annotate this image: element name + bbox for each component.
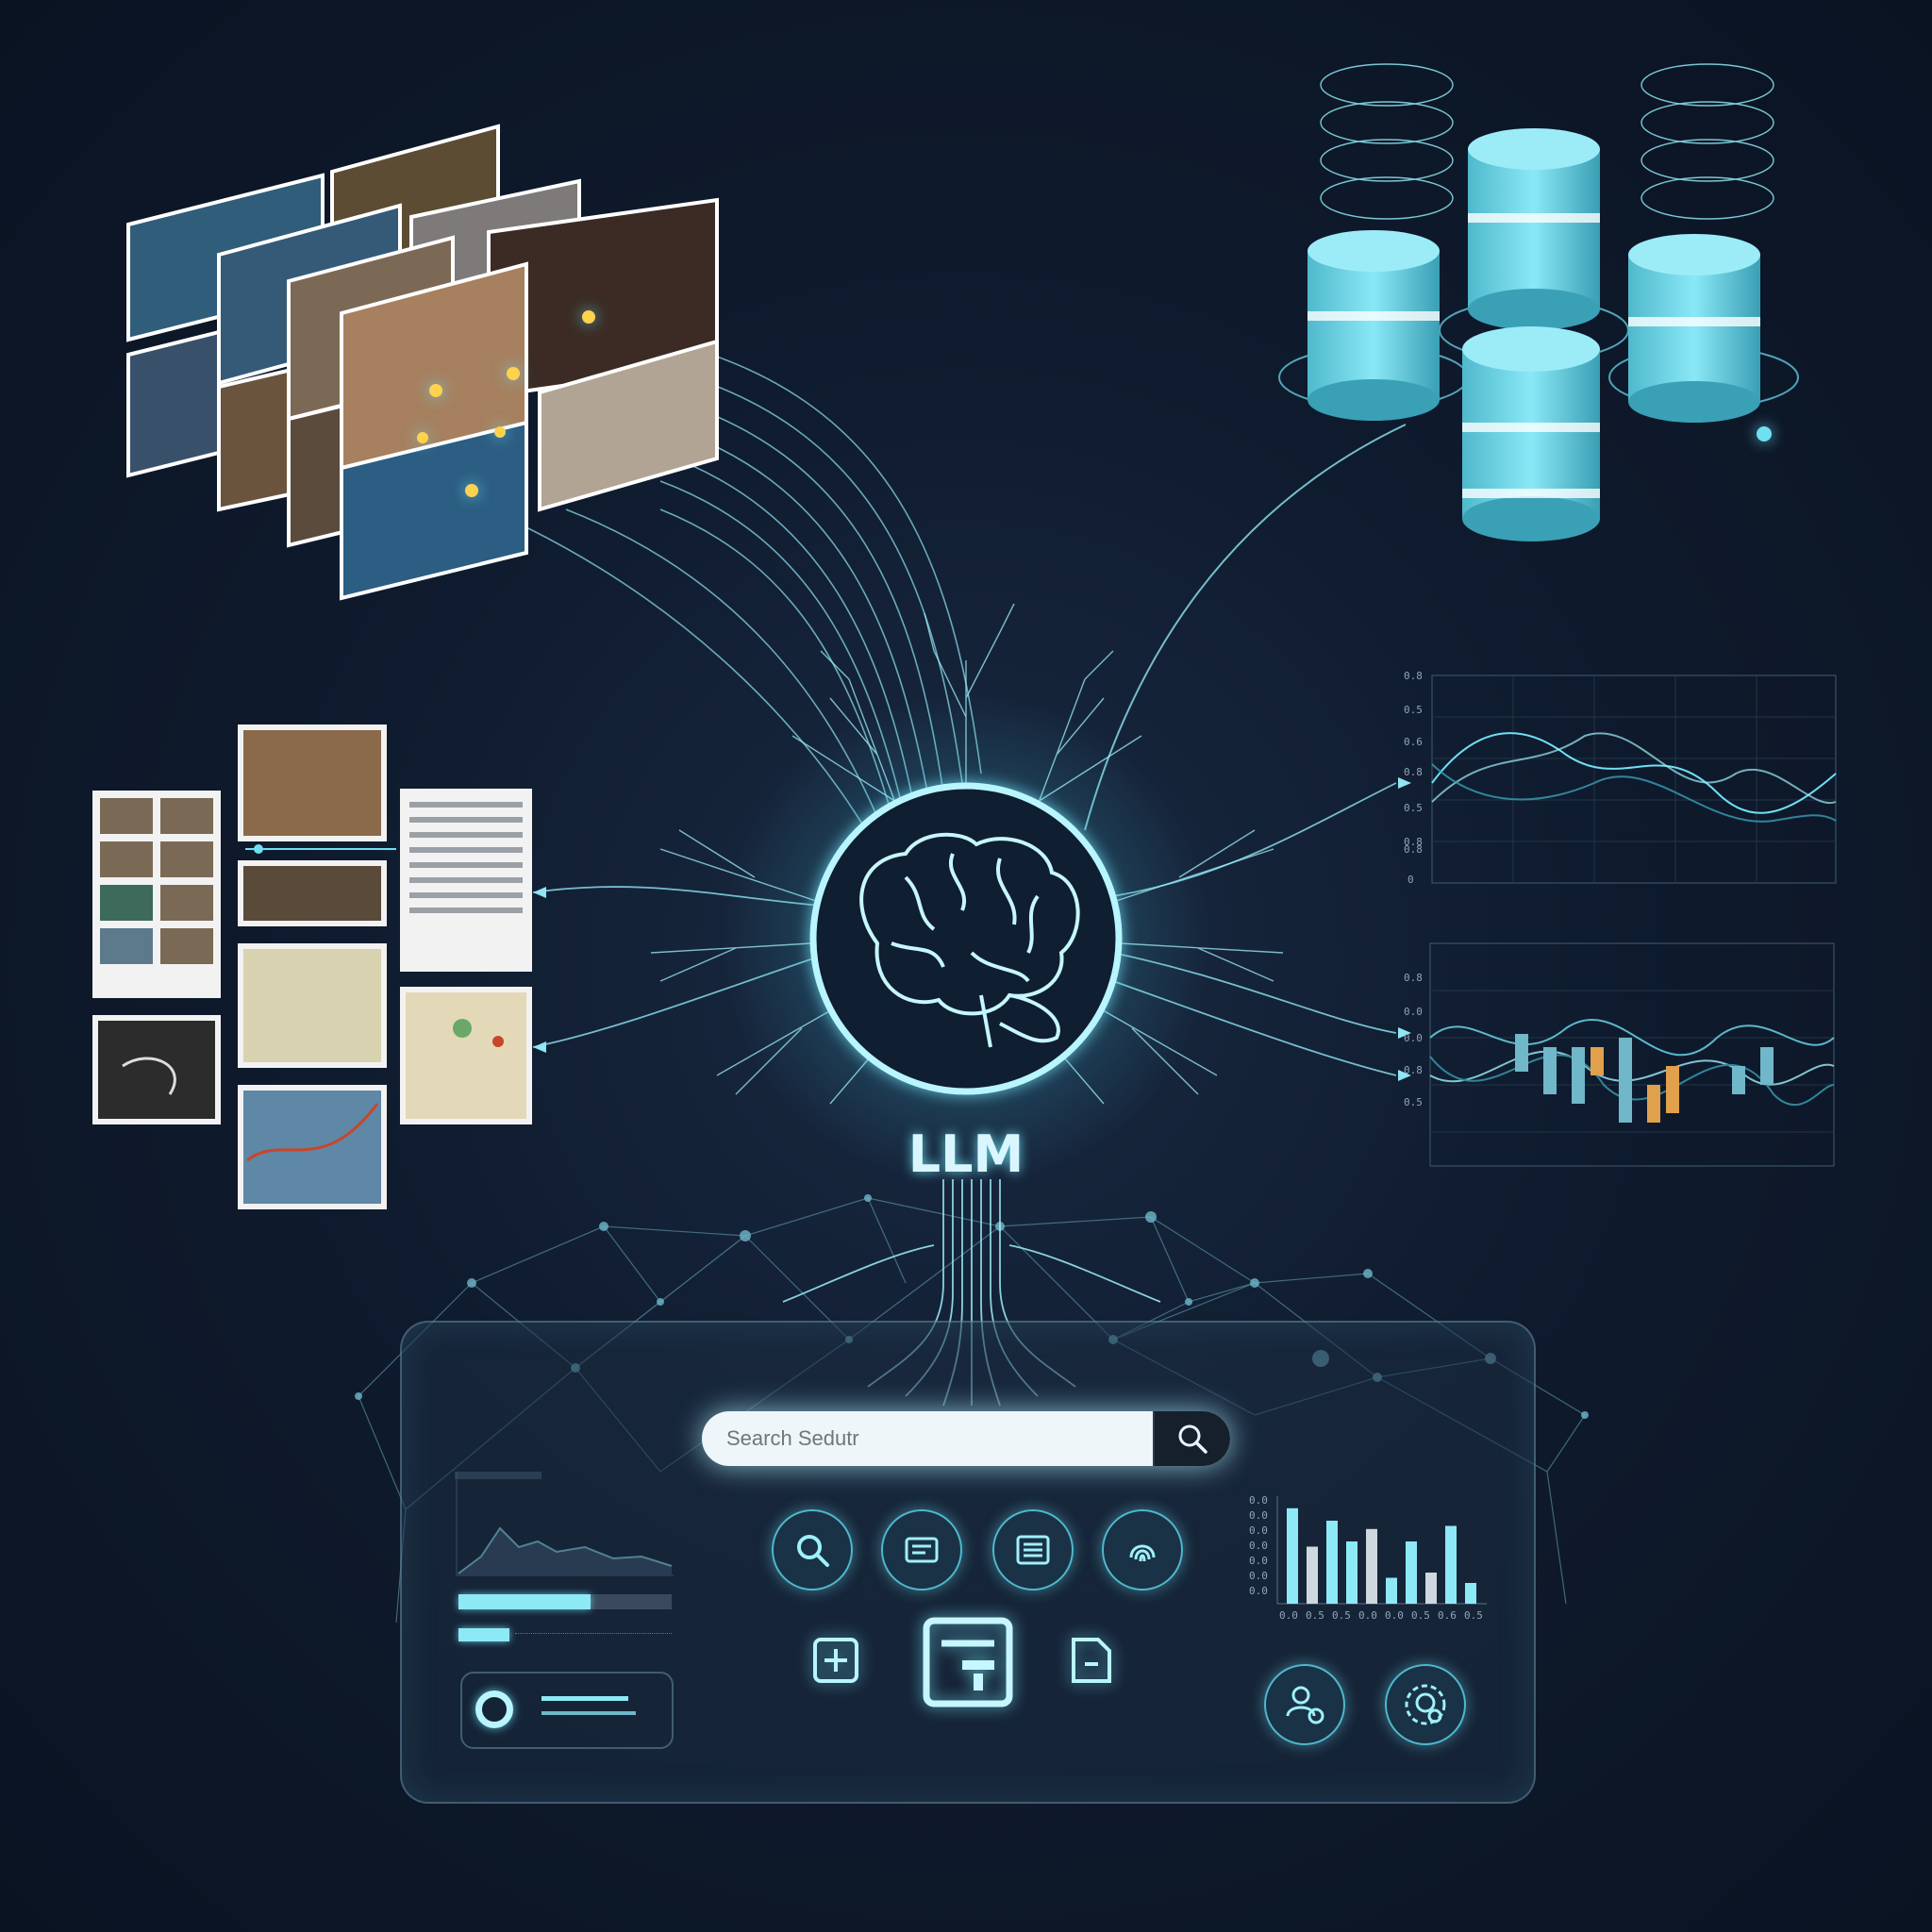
- document-collage: [92, 724, 532, 1209]
- y-tick: 0.0: [1249, 1494, 1268, 1507]
- bar-chart-y-ticks: 0.0 0.0 0.0 0.0 0.0 0.0 0.0: [1249, 1494, 1268, 1597]
- right-bottom-chart: [1429, 942, 1835, 1167]
- x-tick: 0.6: [1438, 1609, 1457, 1622]
- status-line: [541, 1696, 628, 1701]
- users-button[interactable]: [1264, 1664, 1345, 1745]
- bar: [1307, 1546, 1318, 1604]
- bar: [1425, 1573, 1437, 1604]
- llm-label: LLM: [908, 1124, 1024, 1184]
- y-tick: 0.0: [1249, 1555, 1268, 1567]
- neuron-branches: [650, 603, 1284, 1105]
- y-tick: 0.0: [1249, 1540, 1268, 1552]
- x-tick: 0.5: [1332, 1609, 1351, 1622]
- bar: [1465, 1583, 1476, 1604]
- x-tick: 0.5: [1411, 1609, 1430, 1622]
- fingerprint-icon: [1129, 1544, 1156, 1562]
- settings-icon: [1405, 1684, 1446, 1725]
- focus-frame-button[interactable]: [809, 1634, 862, 1687]
- x-tick: 0.0: [1279, 1609, 1298, 1622]
- bar: [1366, 1528, 1377, 1604]
- search-input[interactable]: [702, 1411, 1155, 1466]
- document-button[interactable]: [881, 1509, 962, 1591]
- database-cluster: [1278, 63, 1799, 541]
- bar: [1406, 1541, 1417, 1604]
- y-tick: 0.0: [1249, 1570, 1268, 1582]
- fingerprint-button[interactable]: [1102, 1509, 1183, 1591]
- x-tick: 0.0: [1358, 1609, 1377, 1622]
- search-button[interactable]: [1153, 1411, 1230, 1466]
- photo-cluster: [126, 124, 719, 601]
- bar: [1386, 1577, 1397, 1604]
- progress-bar-secondary: [458, 1628, 672, 1641]
- bar: [1346, 1541, 1357, 1604]
- bar-chart-bars: [1287, 1507, 1476, 1604]
- magnifier-button[interactable]: [772, 1509, 853, 1591]
- status-ring-icon: [475, 1690, 513, 1728]
- panel-bar-chart: 0.0 0.0 0.0 0.0 0.0 0.0 0.0 0.0 0.5 0.5 0.0 0.0 0.5…: [1249, 1494, 1487, 1622]
- y-tick: 0.0: [1249, 1585, 1268, 1597]
- right-top-chart: [1431, 675, 1837, 884]
- bar: [1445, 1525, 1457, 1604]
- users-icon: [1286, 1686, 1324, 1724]
- search-icon: [1178, 1424, 1208, 1454]
- status-line: [541, 1711, 636, 1715]
- layout-button[interactable]: [921, 1615, 1015, 1709]
- file-edit-button[interactable]: [1064, 1634, 1117, 1687]
- brain-icon: [859, 832, 1080, 1048]
- bar: [1326, 1521, 1338, 1604]
- document-icon: [905, 1537, 939, 1563]
- progress-fill: [458, 1594, 591, 1609]
- bar: [1287, 1507, 1298, 1604]
- progress-fill: [458, 1628, 510, 1641]
- search-bar[interactable]: [702, 1411, 1230, 1466]
- y-tick: 0.0: [1249, 1524, 1268, 1537]
- magnifier-icon: [797, 1535, 829, 1567]
- progress-track: [515, 1633, 672, 1638]
- x-tick: 0.5: [1464, 1609, 1483, 1622]
- x-tick: 0.0: [1385, 1609, 1404, 1622]
- progress-bar-primary: [458, 1594, 672, 1609]
- layout-icon: [923, 1617, 1013, 1707]
- status-widget[interactable]: [460, 1672, 674, 1749]
- list-icon: [1016, 1535, 1050, 1565]
- x-tick: 0.5: [1306, 1609, 1324, 1622]
- settings-button[interactable]: [1385, 1664, 1466, 1745]
- y-tick: 0.0: [1249, 1509, 1268, 1522]
- list-button[interactable]: [992, 1509, 1074, 1591]
- bar-chart-x-ticks: 0.0 0.5 0.5 0.0 0.0 0.5 0.6 0.5: [1279, 1609, 1483, 1622]
- brain-ring: [809, 782, 1123, 1095]
- focus-frame-icon: [813, 1638, 858, 1683]
- file-edit-icon: [1072, 1638, 1111, 1683]
